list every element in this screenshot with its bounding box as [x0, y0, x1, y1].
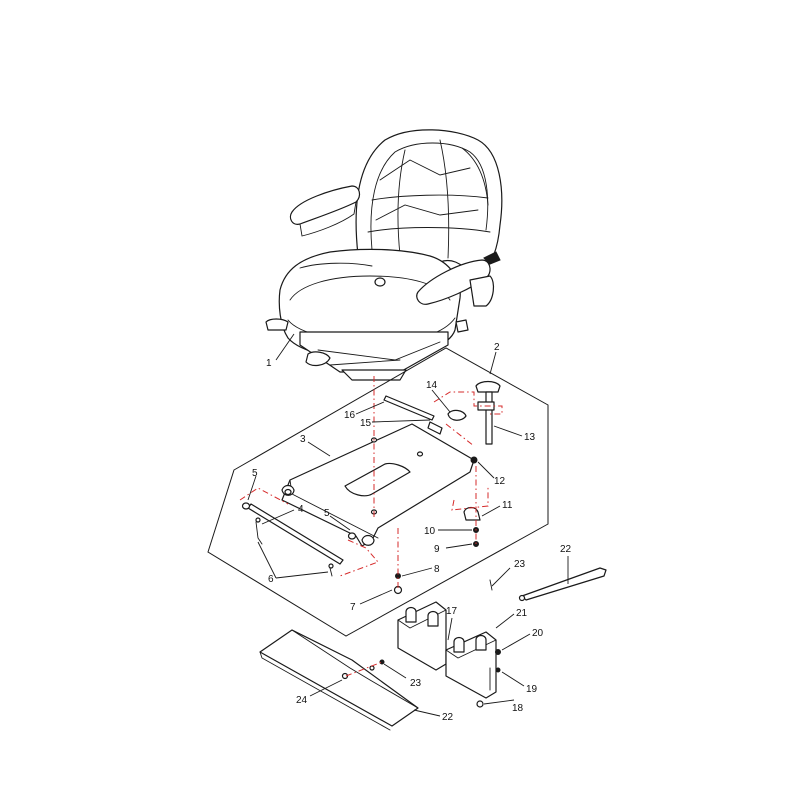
callout-23b: 23	[410, 678, 422, 689]
rail-rod	[241, 502, 357, 565]
callout-5a: 5	[252, 468, 258, 479]
callout-16: 16	[344, 410, 356, 421]
small-fasteners	[379, 579, 501, 708]
callout-10: 10	[424, 526, 436, 537]
callout-5b: 5	[324, 508, 330, 519]
callout-22b: 22	[442, 712, 454, 723]
callout-19: 19	[526, 684, 538, 695]
callout-6: 6	[268, 574, 274, 585]
assembly-paths	[239, 376, 503, 677]
switch-housing-left	[397, 601, 447, 671]
seat-mounting-plate	[281, 423, 475, 547]
callout-13: 13	[524, 432, 536, 443]
retaining-pins	[255, 517, 334, 577]
seat-assembly	[265, 129, 503, 381]
linkage-rod	[518, 567, 607, 602]
callout-3: 3	[300, 434, 306, 445]
callout-14: 14	[426, 380, 438, 391]
callout-23a: 23	[514, 559, 526, 570]
callout-24: 24	[296, 695, 308, 706]
callout-21: 21	[516, 608, 528, 619]
shaft-spring-group	[383, 395, 467, 435]
callout-2: 2	[494, 342, 500, 353]
callout-22a: 22	[560, 544, 572, 555]
callout-12: 12	[494, 476, 506, 487]
callout-20: 20	[532, 628, 544, 639]
callout-8: 8	[434, 564, 440, 575]
mounting-channel	[259, 629, 419, 731]
callout-11: 11	[502, 500, 513, 511]
latch-handle	[475, 380, 501, 445]
callout-1: 1	[266, 358, 272, 369]
callout-9: 9	[434, 544, 440, 555]
callout-labels: 1 2 3 4 5 5 6 7 8 9 10 11 12 13 14 15 16…	[252, 342, 572, 723]
callout-7: 7	[350, 602, 356, 613]
callout-17: 17	[446, 606, 458, 617]
leader-lines	[247, 333, 569, 717]
callout-15: 15	[360, 418, 372, 429]
switch-housing-right	[445, 631, 497, 699]
callout-4: 4	[298, 504, 304, 515]
mounting-group-outline	[207, 347, 549, 637]
callout-18: 18	[512, 703, 524, 714]
